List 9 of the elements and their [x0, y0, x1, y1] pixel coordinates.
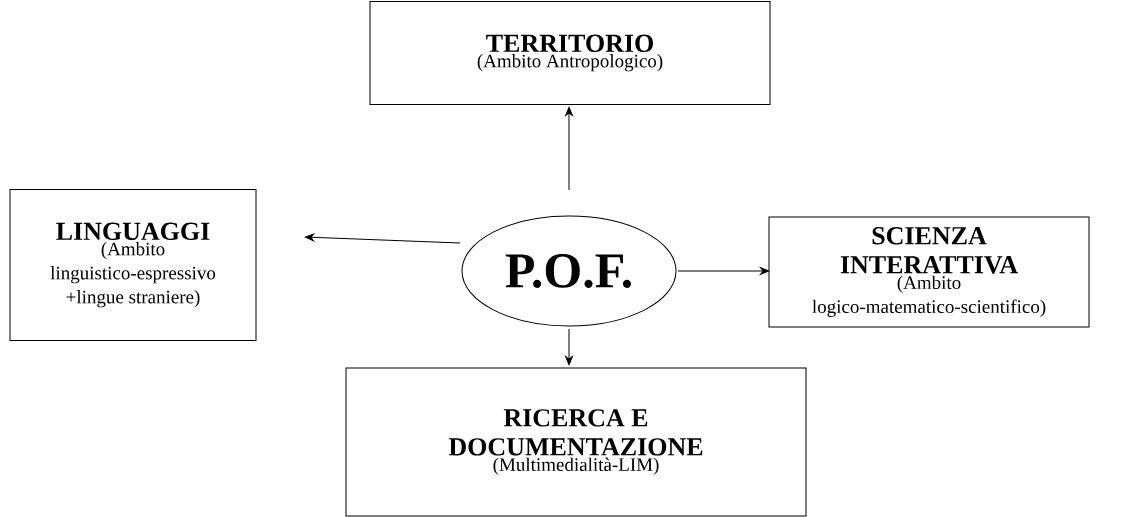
- text-box: TERRITORIO (Ambito Antropologico): [369, 1, 771, 105]
- arrow: [565, 106, 573, 191]
- text-box: RICERCA E DOCUMENTAZIONE (Multimedialità-LIM): [345, 367, 807, 517]
- arrow: [304, 233, 461, 244]
- arrow: [677, 267, 770, 275]
- ellipse-node: P.O.F.: [461, 215, 677, 327]
- arrow: [565, 328, 573, 366]
- text-box: LINGUAGGI (Ambito linguistico-espressivo +lingue straniere): [9, 189, 257, 341]
- text-box: SCIENZA INTERATTIVA (Ambito logico-matematico-scientifico): [768, 216, 1090, 328]
